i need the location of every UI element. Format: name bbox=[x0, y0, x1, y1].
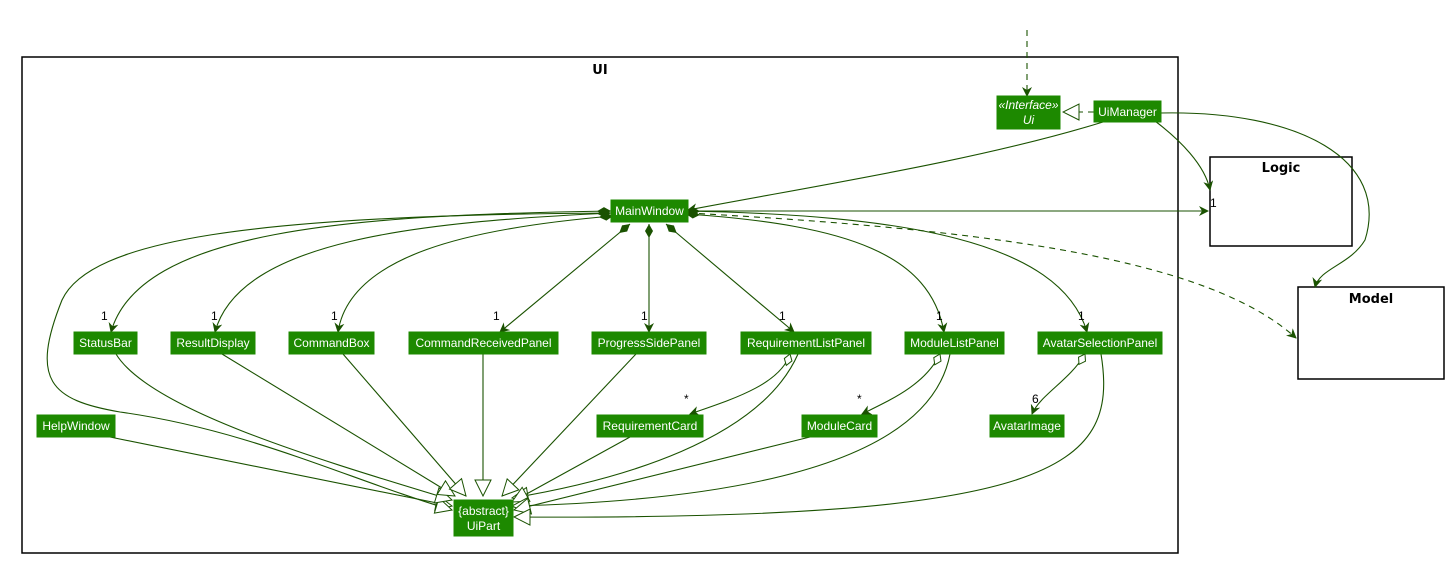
progresssidepanel-label: ProgressSidePanel bbox=[598, 336, 701, 350]
model-package-title: Model bbox=[1349, 292, 1393, 307]
class-avatarimage[interactable]: AvatarImage bbox=[989, 414, 1065, 438]
commandreceivedpanel-label: CommandReceivedPanel bbox=[415, 336, 551, 350]
edge-requirementlistpanel-uipart bbox=[512, 353, 799, 498]
mult-commandbox: 1 bbox=[331, 309, 338, 323]
requirementcard-label: RequirementCard bbox=[603, 419, 698, 433]
mult-progresssidepanel: 1 bbox=[641, 309, 648, 323]
edge-uimanager-logic bbox=[1154, 120, 1214, 191]
class-resultdisplay[interactable]: ResultDisplay bbox=[170, 331, 256, 355]
commandbox-label: CommandBox bbox=[293, 336, 369, 350]
mainwindow-label: MainWindow bbox=[615, 204, 684, 218]
avatarimage-label: AvatarImage bbox=[993, 419, 1061, 433]
edge-mainwindow-uipart bbox=[46, 212, 612, 510]
ui-package: UI bbox=[21, 56, 1179, 554]
edges bbox=[46, 30, 1370, 517]
uimanager-label: UiManager bbox=[1098, 105, 1157, 119]
class-statusbar[interactable]: StatusBar bbox=[73, 331, 138, 355]
mult-commandreceivedpanel: 1 bbox=[493, 309, 500, 323]
mult-resultdisplay: 1 bbox=[211, 309, 218, 323]
uipart-label: UiPart bbox=[467, 519, 501, 533]
class-ui-interface[interactable]: «Interface» Ui bbox=[996, 95, 1061, 130]
helpwindow-label: HelpWindow bbox=[42, 419, 110, 433]
modulelistpanel-label: ModuleListPanel bbox=[910, 336, 999, 350]
multiplicity-labels: 1 1 1 1 1 1 1 1 1 * * 6 bbox=[101, 196, 1217, 406]
avatarselectionpanel-label: AvatarSelectionPanel bbox=[1043, 336, 1158, 350]
edge-modulelistpanel-modulecard bbox=[861, 353, 942, 415]
resultdisplay-label: ResultDisplay bbox=[176, 336, 249, 350]
ui-interface-stereotype: «Interface» bbox=[998, 98, 1058, 112]
uipart-stereotype: {abstract} bbox=[458, 504, 509, 518]
class-progresssidepanel[interactable]: ProgressSidePanel bbox=[591, 331, 707, 355]
mult-requirementlistpanel: 1 bbox=[779, 309, 786, 323]
mult-avatarimage: 6 bbox=[1032, 392, 1039, 406]
mult-requirementcard: * bbox=[684, 392, 689, 406]
class-modulecard[interactable]: ModuleCard bbox=[801, 414, 878, 438]
class-modulelistpanel[interactable]: ModuleListPanel bbox=[904, 331, 1005, 355]
class-uimanager[interactable]: UiManager bbox=[1093, 100, 1162, 123]
mult-statusbar: 1 bbox=[101, 309, 108, 323]
class-requirementlistpanel[interactable]: RequirementListPanel bbox=[740, 331, 872, 355]
edge-mainwindow-avatarselectionpanel bbox=[685, 207, 1090, 333]
class-commandbox[interactable]: CommandBox bbox=[288, 331, 375, 355]
edge-modulecard-uipart bbox=[514, 436, 811, 510]
logic-package-title: Logic bbox=[1262, 161, 1301, 176]
edge-progresssidepanel-uipart bbox=[502, 353, 637, 496]
mult-modulecard: * bbox=[857, 392, 862, 406]
class-commandreceivedpanel[interactable]: CommandReceivedPanel bbox=[408, 331, 559, 355]
edge-commandbox-uipart bbox=[342, 353, 466, 496]
edge-uimanager-model bbox=[1159, 112, 1370, 288]
edge-avatarselectionpanel-uipart bbox=[514, 353, 1105, 517]
model-package: Model bbox=[1297, 286, 1445, 380]
edge-requirementlistpanel-requirementcard bbox=[689, 353, 793, 416]
requirementlistpanel-label: RequirementListPanel bbox=[747, 336, 865, 350]
edge-mainwindow-commandbox bbox=[334, 212, 614, 333]
ui-package-title: UI bbox=[592, 63, 607, 78]
class-helpwindow[interactable]: HelpWindow bbox=[36, 414, 116, 438]
edge-requirementcard-uipart bbox=[512, 436, 631, 502]
ui-interface-name: Ui bbox=[1023, 113, 1035, 127]
logic-package: Logic bbox=[1209, 156, 1353, 247]
edge-modulelistpanel-uipart bbox=[512, 353, 951, 506]
edge-uimanager-mainwindow bbox=[687, 121, 1104, 214]
edge-helpwindow-uipart bbox=[109, 436, 452, 506]
edge-statusbar-uipart bbox=[115, 353, 452, 500]
class-mainwindow[interactable]: MainWindow bbox=[610, 199, 689, 223]
mult-modulelistpanel: 1 bbox=[936, 309, 943, 323]
class-requirementcard[interactable]: RequirementCard bbox=[596, 414, 704, 438]
mult-avatarselectionpanel: 1 bbox=[1078, 309, 1085, 323]
mult-logic: 1 bbox=[1210, 196, 1217, 210]
statusbar-label: StatusBar bbox=[79, 336, 132, 350]
modulecard-label: ModuleCard bbox=[807, 419, 872, 433]
edge-resultdisplay-uipart bbox=[221, 353, 455, 496]
class-uipart[interactable]: {abstract} UiPart bbox=[453, 499, 514, 537]
edge-mainwindow-commandreceivedpanel bbox=[499, 223, 631, 333]
edge-avatarselectionpanel-avatarimage bbox=[1030, 353, 1086, 415]
class-avatarselectionpanel[interactable]: AvatarSelectionPanel bbox=[1037, 331, 1163, 355]
